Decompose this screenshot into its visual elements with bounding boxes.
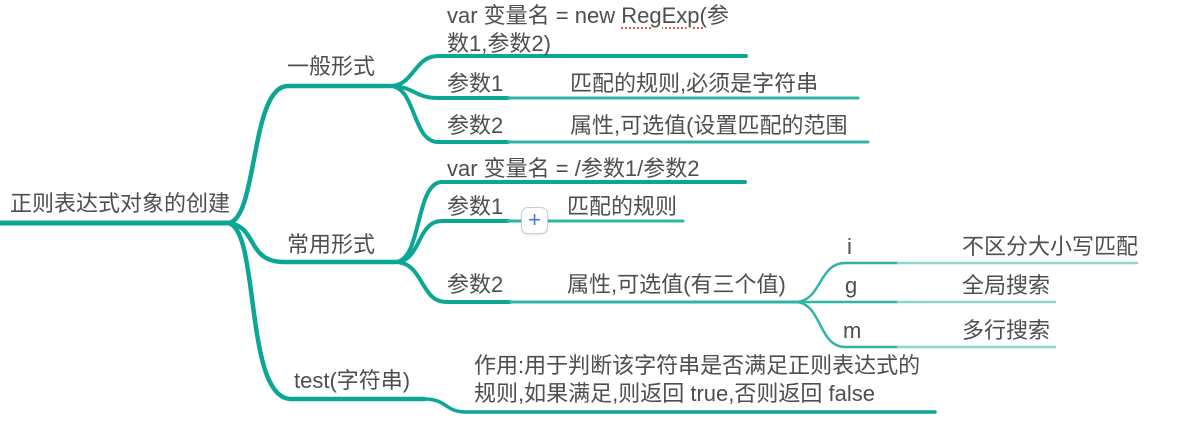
connector-root-test xyxy=(225,220,427,402)
connector-root-general xyxy=(225,83,393,226)
node-root[interactable]: 正则表达式对象的创建 xyxy=(10,191,231,216)
connector-common-param2 xyxy=(393,260,512,304)
node-flag-g-desc[interactable]: 全局搜索 xyxy=(962,273,1051,298)
node-test-desc[interactable]: 作用:用于判断该字符串是否满足正则表达式的规则,如果满足,则返回 true,否则… xyxy=(474,353,921,406)
node-test-method[interactable]: test(字符串) xyxy=(294,368,411,393)
formula-suffix: 参数1,参数2) xyxy=(447,3,729,56)
node-flag-i[interactable]: i xyxy=(847,234,852,259)
node-general-formula[interactable]: var 变量名 = new RegExp(参数1,参数2) xyxy=(447,2,743,58)
node-common-form[interactable]: 常用形式 xyxy=(287,232,376,257)
connector-flag-i xyxy=(793,261,900,304)
node-flag-m[interactable]: m xyxy=(843,318,862,343)
node-common-param1-desc[interactable]: 匹配的规则 xyxy=(567,194,678,219)
node-common-param1-label[interactable]: 参数1 xyxy=(447,194,504,219)
node-general-form[interactable]: 一般形式 xyxy=(287,54,376,79)
node-flag-g[interactable]: g xyxy=(845,273,858,298)
formula-regexp-spellcheck: RegExp( xyxy=(621,3,707,28)
connector-common-param1 xyxy=(393,219,510,264)
node-common-formula[interactable]: var 变量名 = /参数1/参数2 xyxy=(447,156,700,181)
node-common-param2-label[interactable]: 参数2 xyxy=(447,272,504,297)
connector-test-desc xyxy=(422,397,937,414)
node-general-param1-desc[interactable]: 匹配的规则,必须是字符串 xyxy=(570,71,819,96)
connector-root-common xyxy=(225,220,398,265)
node-general-param2-label[interactable]: 参数2 xyxy=(447,113,504,138)
node-common-param2-desc[interactable]: 属性,可选值(有三个值) xyxy=(567,272,786,297)
plus-icon: + xyxy=(528,206,541,232)
node-general-param2-desc[interactable]: 属性,可选值(设置匹配的范围 xyxy=(570,113,848,138)
connector-general-param2 xyxy=(388,84,510,144)
node-general-param1-label[interactable]: 参数1 xyxy=(447,71,504,96)
formula-prefix: var 变量名 = new xyxy=(447,3,622,28)
node-flag-m-desc[interactable]: 多行搜索 xyxy=(962,318,1051,343)
node-flag-i-desc[interactable]: 不区分大小写匹配 xyxy=(962,234,1139,259)
add-node-button[interactable]: + xyxy=(521,207,548,234)
connector-flag-m xyxy=(793,300,900,349)
